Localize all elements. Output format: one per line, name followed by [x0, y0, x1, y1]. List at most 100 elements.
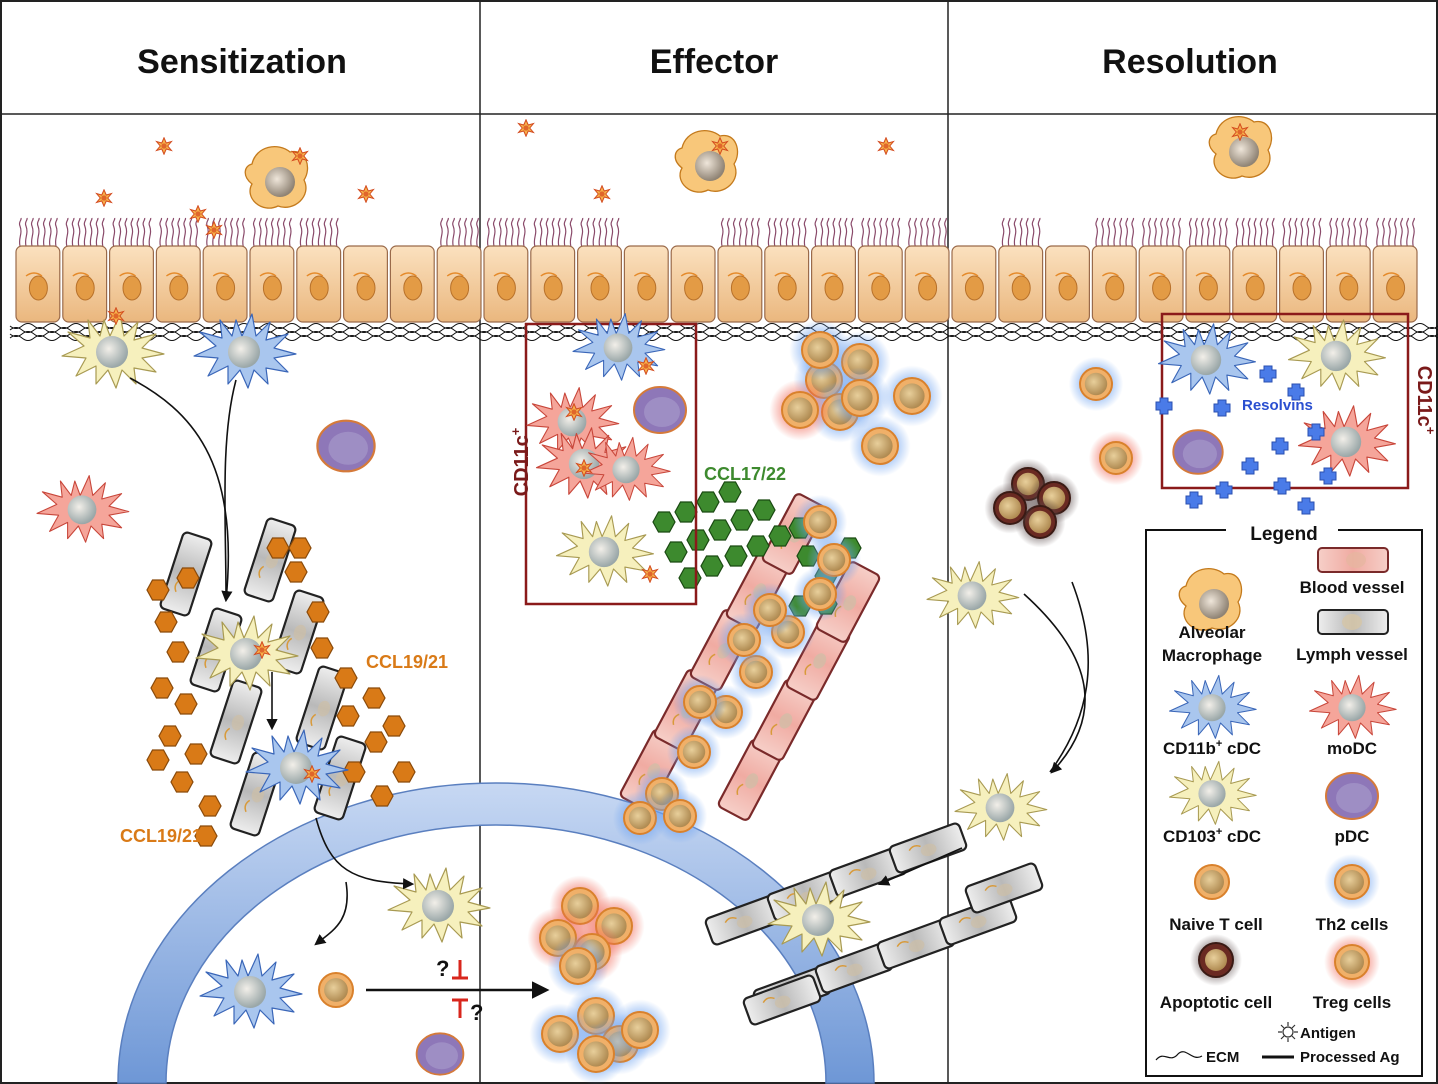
ccl19-hexagon: [382, 715, 406, 737]
lymph-vessel-segment: [938, 894, 1018, 946]
cd11b-cdc: [572, 313, 666, 381]
ccl19-hexagon: [306, 601, 330, 623]
th2-cell: [652, 788, 708, 844]
cd103-cdc: [61, 313, 165, 389]
ccl19-hexagon: [392, 761, 416, 783]
ccl17-hexagon: [768, 525, 792, 547]
question-mark-lower: ?: [470, 1000, 483, 1025]
ccl19-hexagon: [146, 749, 170, 771]
legend-cd103-suffix: cDC: [1222, 827, 1261, 846]
epithelial-cell: [389, 245, 435, 323]
ccl19-hexagon: [342, 761, 366, 783]
th2-cell: [829, 367, 891, 429]
th2-cell: [789, 319, 851, 381]
th2-cell: [849, 415, 911, 477]
ccl19-hexagon: [370, 785, 394, 807]
panel-title-effector: Effector: [650, 43, 778, 81]
epithelial-cell: [670, 245, 716, 323]
ccl19-hexagon: [198, 795, 222, 817]
ccl19-hexagon: [150, 677, 174, 699]
legend-modc-icon: [1308, 674, 1397, 739]
th2-cell: [672, 674, 728, 730]
epithelial-cell: [1325, 245, 1371, 323]
epithelial-cell: [951, 245, 997, 323]
cd103-cdc: [555, 515, 654, 587]
cd11c-superscript-resolution: +: [1423, 427, 1438, 435]
legend-cd11b-cdc-icon: [1168, 674, 1257, 739]
legend-label-cd103: CD103+ cDC: [1163, 826, 1261, 846]
alveolar-macrophage: [244, 146, 309, 209]
epithelial-cell: [717, 245, 763, 323]
ccl17-hexagon: [724, 545, 748, 567]
ccl19-hexagon: [184, 743, 208, 765]
ccl19-hexagon: [336, 705, 360, 727]
legend-label-th2: Th2 cells: [1316, 915, 1389, 934]
lymph-node-arc: [117, 782, 875, 1084]
cd103-cdc: [195, 615, 299, 691]
ccl17-hexagon: [752, 499, 776, 521]
epithelial-cell: [296, 245, 342, 323]
epithelial-cell: [1278, 245, 1324, 323]
legend-label-ecm: ECM: [1206, 1049, 1239, 1066]
legend-th2-icon: [1324, 854, 1380, 910]
ccl19-hexagon: [158, 725, 182, 747]
legend-blood-vessel-icon: [1317, 547, 1389, 573]
epithelial-cell: [1232, 245, 1278, 323]
ccl17-hexagon: [746, 535, 770, 557]
legend-label-modc: moDC: [1327, 739, 1377, 758]
svg-text:CD11c+: CD11c+: [508, 427, 533, 496]
lymph-vessel-segment: [964, 862, 1044, 914]
legend-label-apoptotic: Apoptotic cell: [1160, 993, 1272, 1012]
ccl17-hexagon: [686, 529, 710, 551]
ccl17-hexagon: [664, 541, 688, 563]
epithelial-cell: [1372, 245, 1418, 323]
epithelial-cell: [904, 245, 950, 323]
legend-cd11b-suffix: cDC: [1222, 739, 1261, 758]
modc: [36, 475, 130, 543]
ccl17-hexagon: [696, 491, 720, 513]
ccl17-hexagon: [674, 501, 698, 523]
legend-label-naive-t: Naive T cell: [1169, 915, 1263, 934]
ccl17-hexagon: [730, 509, 754, 531]
legend-label-treg: Treg cells: [1313, 993, 1391, 1012]
pdc: [1172, 429, 1224, 475]
panel-title-sensitization: Sensitization: [137, 43, 347, 81]
legend-label-processed-ag: Processed Ag: [1300, 1049, 1400, 1066]
ccl17-22-label: CCL17/22: [704, 464, 786, 484]
cd103-cdc: [954, 773, 1048, 841]
legend-lymph-vessel-icon: [1317, 609, 1389, 635]
modc: [1297, 405, 1396, 477]
legend-label-blood-vessel: Blood vessel: [1300, 578, 1405, 597]
legend-cd11b-text: CD11b: [1163, 739, 1216, 758]
cd11c-label-effector: CD11c: [511, 435, 533, 496]
epithelial-cell: [764, 245, 810, 323]
epithelial-cell: [530, 245, 576, 323]
legend-label-alveolar: Alveolar: [1178, 623, 1245, 642]
th2-cell: [881, 365, 943, 427]
cd103-cdc: [767, 881, 871, 957]
epithelial-cell: [576, 245, 622, 323]
lymph-vessel-segment: [742, 974, 822, 1026]
ccl19-hexagon: [146, 579, 170, 601]
treg-cell: [769, 379, 831, 441]
th2-cell: [609, 999, 671, 1061]
epithelial-cilia: [18, 217, 1415, 247]
ccl19-hexagon: [334, 667, 358, 689]
ccl17-hexagon: [678, 567, 702, 589]
ccl17-hexagon: [652, 511, 676, 533]
blood-vessel-segment: [751, 679, 817, 761]
airway-epithelium: [15, 245, 1418, 323]
ccl19-hexagon: [174, 693, 198, 715]
cd11c-label-resolution: CD11c: [1413, 366, 1435, 427]
cd11b-cdc: [1157, 323, 1256, 395]
svg-text:CD11c+: CD11c+: [1413, 366, 1438, 435]
cd103-cdc: [387, 867, 491, 943]
epithelial-cell: [1091, 245, 1137, 323]
epithelial-cell: [1185, 245, 1231, 323]
th2-cell: [792, 566, 848, 622]
epithelial-cell: [343, 245, 389, 323]
cd11b-cdc: [193, 313, 297, 389]
cd11c-label-resolution-group: CD11c+: [1413, 366, 1438, 435]
cd11b-cdc: [199, 953, 303, 1029]
